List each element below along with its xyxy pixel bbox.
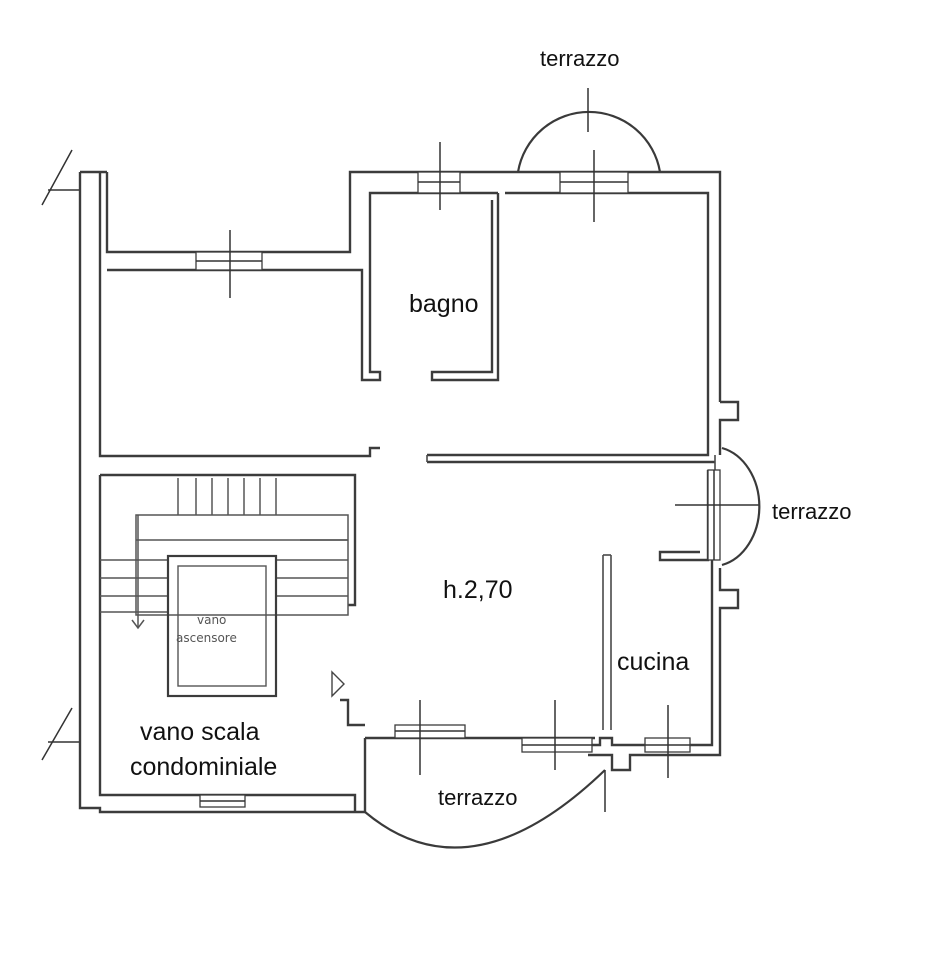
terrace-right-label: terrazzo <box>772 499 851 524</box>
interior-partitions <box>426 455 716 730</box>
break-mark-bottom <box>41 707 80 761</box>
lift-label-line1: vano <box>197 613 226 627</box>
exterior-wall-inner <box>98 172 715 812</box>
stair-label-line1: vano scala <box>140 718 260 746</box>
lift-label-line2: ascensore <box>176 631 237 645</box>
lift-shaft <box>166 554 278 698</box>
windows <box>195 142 760 808</box>
staircase <box>100 478 349 630</box>
terrace-arcs <box>364 88 761 849</box>
door-marker <box>331 670 345 698</box>
exterior-wall-outer <box>78 170 740 814</box>
break-mark-top <box>41 149 80 206</box>
stair-label-line2: condominiale <box>130 753 277 781</box>
terrace-bottom-label: terrazzo <box>438 785 517 810</box>
room-label-bagno: bagno <box>409 290 479 318</box>
ceiling-height-label: h.2,70 <box>443 576 513 604</box>
terrace-top-label: terrazzo <box>540 46 619 71</box>
room-label-cucina: cucina <box>617 648 689 676</box>
